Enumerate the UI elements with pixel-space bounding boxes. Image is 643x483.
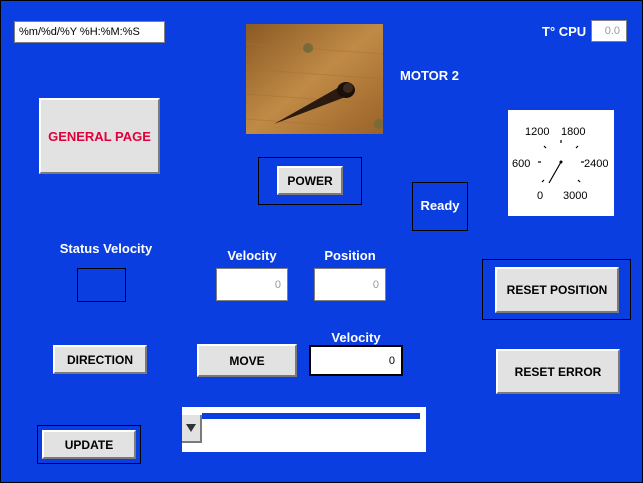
position-label: Position	[324, 248, 376, 263]
gauge-tick-0: 0	[537, 190, 543, 202]
gauge-tick-1800: 1800	[561, 126, 585, 138]
reset-error-button[interactable]: RESET ERROR	[496, 349, 620, 394]
power-button[interactable]: POWER	[277, 166, 343, 195]
velocity-label: Velocity	[227, 248, 277, 263]
general-page-button[interactable]: GENERAL PAGE	[39, 98, 160, 174]
gauge-tick-2400: 2400	[584, 158, 608, 170]
cpu-temp-value: 0.0	[591, 20, 627, 42]
dropdown-arrow-button[interactable]	[182, 415, 202, 443]
status-frame	[412, 182, 468, 231]
motor-title: MOTOR 2	[400, 68, 459, 83]
position-readout: 0	[314, 268, 386, 301]
progress-bar	[202, 413, 420, 419]
reset-position-frame	[482, 259, 631, 320]
status-velocity-indicator	[77, 268, 126, 302]
reset-position-button[interactable]: RESET POSITION	[495, 267, 619, 313]
velocity-gauge: 1200 1800 600 2400 0 3000	[508, 110, 614, 216]
move-velocity-input[interactable]: 0	[309, 345, 403, 376]
datetime-display: %m/%d/%Y %H:%M:%S	[14, 21, 165, 43]
move-button[interactable]: MOVE	[197, 344, 297, 377]
cpu-temp-label: T° CPU	[542, 24, 587, 39]
velocity-readout: 0	[216, 268, 288, 301]
gauge-tick-3000: 3000	[563, 190, 587, 202]
chevron-down-icon	[186, 424, 196, 432]
status-velocity-label: Status Velocity	[59, 241, 153, 256]
status-text: Ready	[420, 198, 460, 213]
gauge-tick-1200: 1200	[525, 126, 549, 138]
move-velocity-label: Velocity	[331, 330, 381, 345]
selector-panel[interactable]	[182, 407, 426, 452]
direction-button[interactable]: DIRECTION	[53, 345, 147, 374]
power-frame	[258, 157, 362, 205]
motor-image	[246, 24, 383, 134]
update-button[interactable]: UPDATE	[42, 430, 136, 459]
update-frame	[37, 425, 141, 464]
gauge-tick-600: 600	[512, 158, 530, 170]
